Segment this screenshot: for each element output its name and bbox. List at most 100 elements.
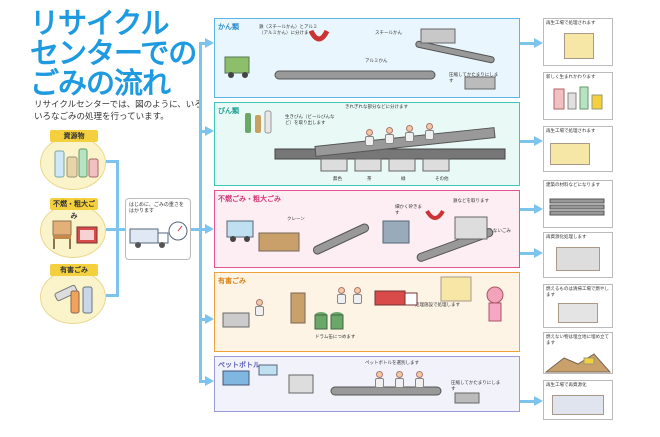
source-label: 資源物 — [50, 130, 98, 142]
arrow-icon — [534, 204, 543, 214]
note-factory: 処理施設で処理します — [415, 303, 460, 308]
steel-bars-icon — [549, 198, 605, 215]
weigh-text: はじめに、ごみの重さをはかります — [129, 202, 184, 214]
flow-line — [106, 160, 118, 163]
result-incinerate: 燃えるものは清掃工場で燃やします — [543, 284, 613, 328]
note-remove: 生きびん（ビールびんなど）を取り出します — [285, 115, 335, 126]
result-text: 再生工場で再資源化 — [546, 383, 587, 388]
result-text: 再生工場で処理されます — [546, 129, 596, 134]
arrow-icon — [205, 38, 214, 48]
facility-icon — [556, 247, 600, 271]
source-label: 有害ごみ — [50, 264, 98, 276]
note-steel: スチールかん — [375, 31, 402, 36]
result-text: 再生工場で処理されます — [546, 21, 596, 26]
flow-line — [520, 400, 536, 403]
result-reprocess: 再資源化処理します — [543, 232, 613, 278]
flow-line — [199, 380, 207, 383]
truck-scale-illustration — [129, 221, 188, 248]
result-recycle-plant: 再生工場で処理されます — [543, 18, 613, 66]
panel-label: かん類 — [218, 23, 239, 31]
pet-process-illustration — [222, 364, 480, 404]
result-text: 新しく生まれかわります — [546, 75, 596, 80]
flow-line — [199, 318, 207, 321]
panel-label: びん類 — [218, 107, 239, 115]
can-process-illustration — [224, 28, 496, 90]
worker-figure — [395, 371, 404, 389]
landfill-illustration — [544, 353, 612, 373]
flow-line — [520, 140, 536, 143]
factory-icon — [550, 143, 590, 165]
flow-line — [199, 130, 207, 133]
panel-cans: かん類 鉄（スチールかん）とアルミ（アルミかん）に分けます スチールかん アルミ… — [214, 18, 520, 98]
arrow-icon — [534, 248, 543, 258]
panel-label: 不燃ごみ・粗大ごみ — [218, 195, 281, 203]
note-select: ペットボトルを選別します — [365, 361, 419, 366]
note-lid: きれぎれな部分などに分けます — [345, 105, 408, 110]
panel-hazardous: 有害ごみ ドラム缶につめます 処理施設で処理します — [214, 272, 520, 352]
panel-bottles: びん類 きれぎれな部分などに分けます 生きびん（ビールびんなど）を取り出します … — [214, 102, 520, 186]
result-building-material: 建築の材料などになります — [543, 180, 613, 228]
source-recyclables: 資源物 — [40, 130, 108, 192]
bulky-process-illustration — [226, 209, 494, 262]
flow-line — [199, 42, 207, 45]
worker-figure — [415, 371, 424, 389]
flow-line — [199, 228, 207, 231]
arrow-icon — [205, 126, 214, 136]
factory-icon — [552, 395, 604, 415]
color-label: 無色 — [333, 177, 342, 182]
note-magnet: 鉄（スチールかん）とアルミ（アルミかん）に分けます — [259, 25, 318, 36]
flow-line — [199, 42, 202, 382]
arrow-icon — [534, 136, 543, 146]
arrow-icon — [205, 224, 214, 234]
color-label: 茶 — [367, 177, 372, 182]
bottles-cans-illustration — [40, 136, 106, 190]
panel-label: 有害ごみ — [218, 277, 246, 285]
panel-label: ペットボトル — [218, 361, 260, 369]
hazard-process-illustration — [222, 276, 504, 330]
worker-figure — [255, 299, 264, 317]
products-illustration — [553, 86, 603, 109]
worker-figure — [353, 287, 362, 305]
flow-line — [116, 228, 125, 231]
result-text: 建築の材料などになります — [546, 183, 600, 188]
worker-figure — [425, 123, 434, 141]
worker-figure — [385, 127, 394, 145]
note-crush: 細かく砕きます — [395, 205, 422, 216]
source-hazardous: 有害ごみ — [40, 264, 108, 326]
weigh-station: はじめに、ごみの重さをはかります — [125, 198, 191, 260]
result-text: 燃えない物は埋立地に埋め立てます — [546, 335, 609, 346]
result-landfill: 燃えない物は埋立地に埋め立てます — [543, 332, 613, 374]
page-title: リサイクル センターでの ごみの流れ — [30, 6, 197, 100]
note-alu: アルミかん — [365, 59, 388, 64]
note-drum: ドラム缶につめます — [315, 335, 356, 340]
flow-line — [520, 208, 536, 211]
color-label: 緑 — [401, 177, 406, 182]
result-text: 燃えるものは清掃工場で燃やします — [546, 287, 609, 298]
flow-line — [191, 228, 201, 231]
arrow-icon — [534, 38, 543, 48]
note-press: 圧縮してかたまりにします — [451, 381, 501, 392]
worker-figure — [375, 371, 384, 389]
chair-tv-illustration — [40, 204, 106, 258]
result-text: 再資源化処理します — [546, 235, 587, 240]
worker-figure — [405, 125, 414, 143]
arrow-icon — [534, 396, 543, 406]
color-label: その他 — [435, 177, 449, 182]
note-magnet: 鉄などを取ります — [453, 199, 489, 204]
note-crane: クレーン — [287, 217, 305, 222]
result-new-products: 新しく生まれかわります — [543, 72, 613, 120]
panel-pet: ペットボトル ペットボトルを選別します 圧縮してかたまりにします — [214, 356, 520, 412]
result-pet-recycle: 再生工場で再資源化 — [543, 380, 613, 420]
worker-figure — [365, 129, 374, 147]
source-label: 不燃・粗大ごみ — [50, 198, 98, 220]
panel-bulky: 不燃ごみ・粗大ごみ クレーン 細かく砕きます 鉄などを取ります 燃えるごみと燃え… — [214, 190, 520, 268]
bottle-process-illustration — [245, 110, 506, 172]
flow-line — [106, 294, 118, 297]
source-bulky: 不燃・粗大ごみ — [40, 198, 108, 260]
page-subtitle: リサイクルセンターでは、図のように、いろいろなごみの処理を行っています。 — [34, 100, 203, 122]
arrow-icon — [205, 376, 214, 386]
flow-line — [520, 42, 536, 45]
flow-line — [520, 252, 536, 255]
arrow-icon — [205, 314, 214, 324]
note-press: 圧縮してかたまりにします — [449, 73, 499, 84]
